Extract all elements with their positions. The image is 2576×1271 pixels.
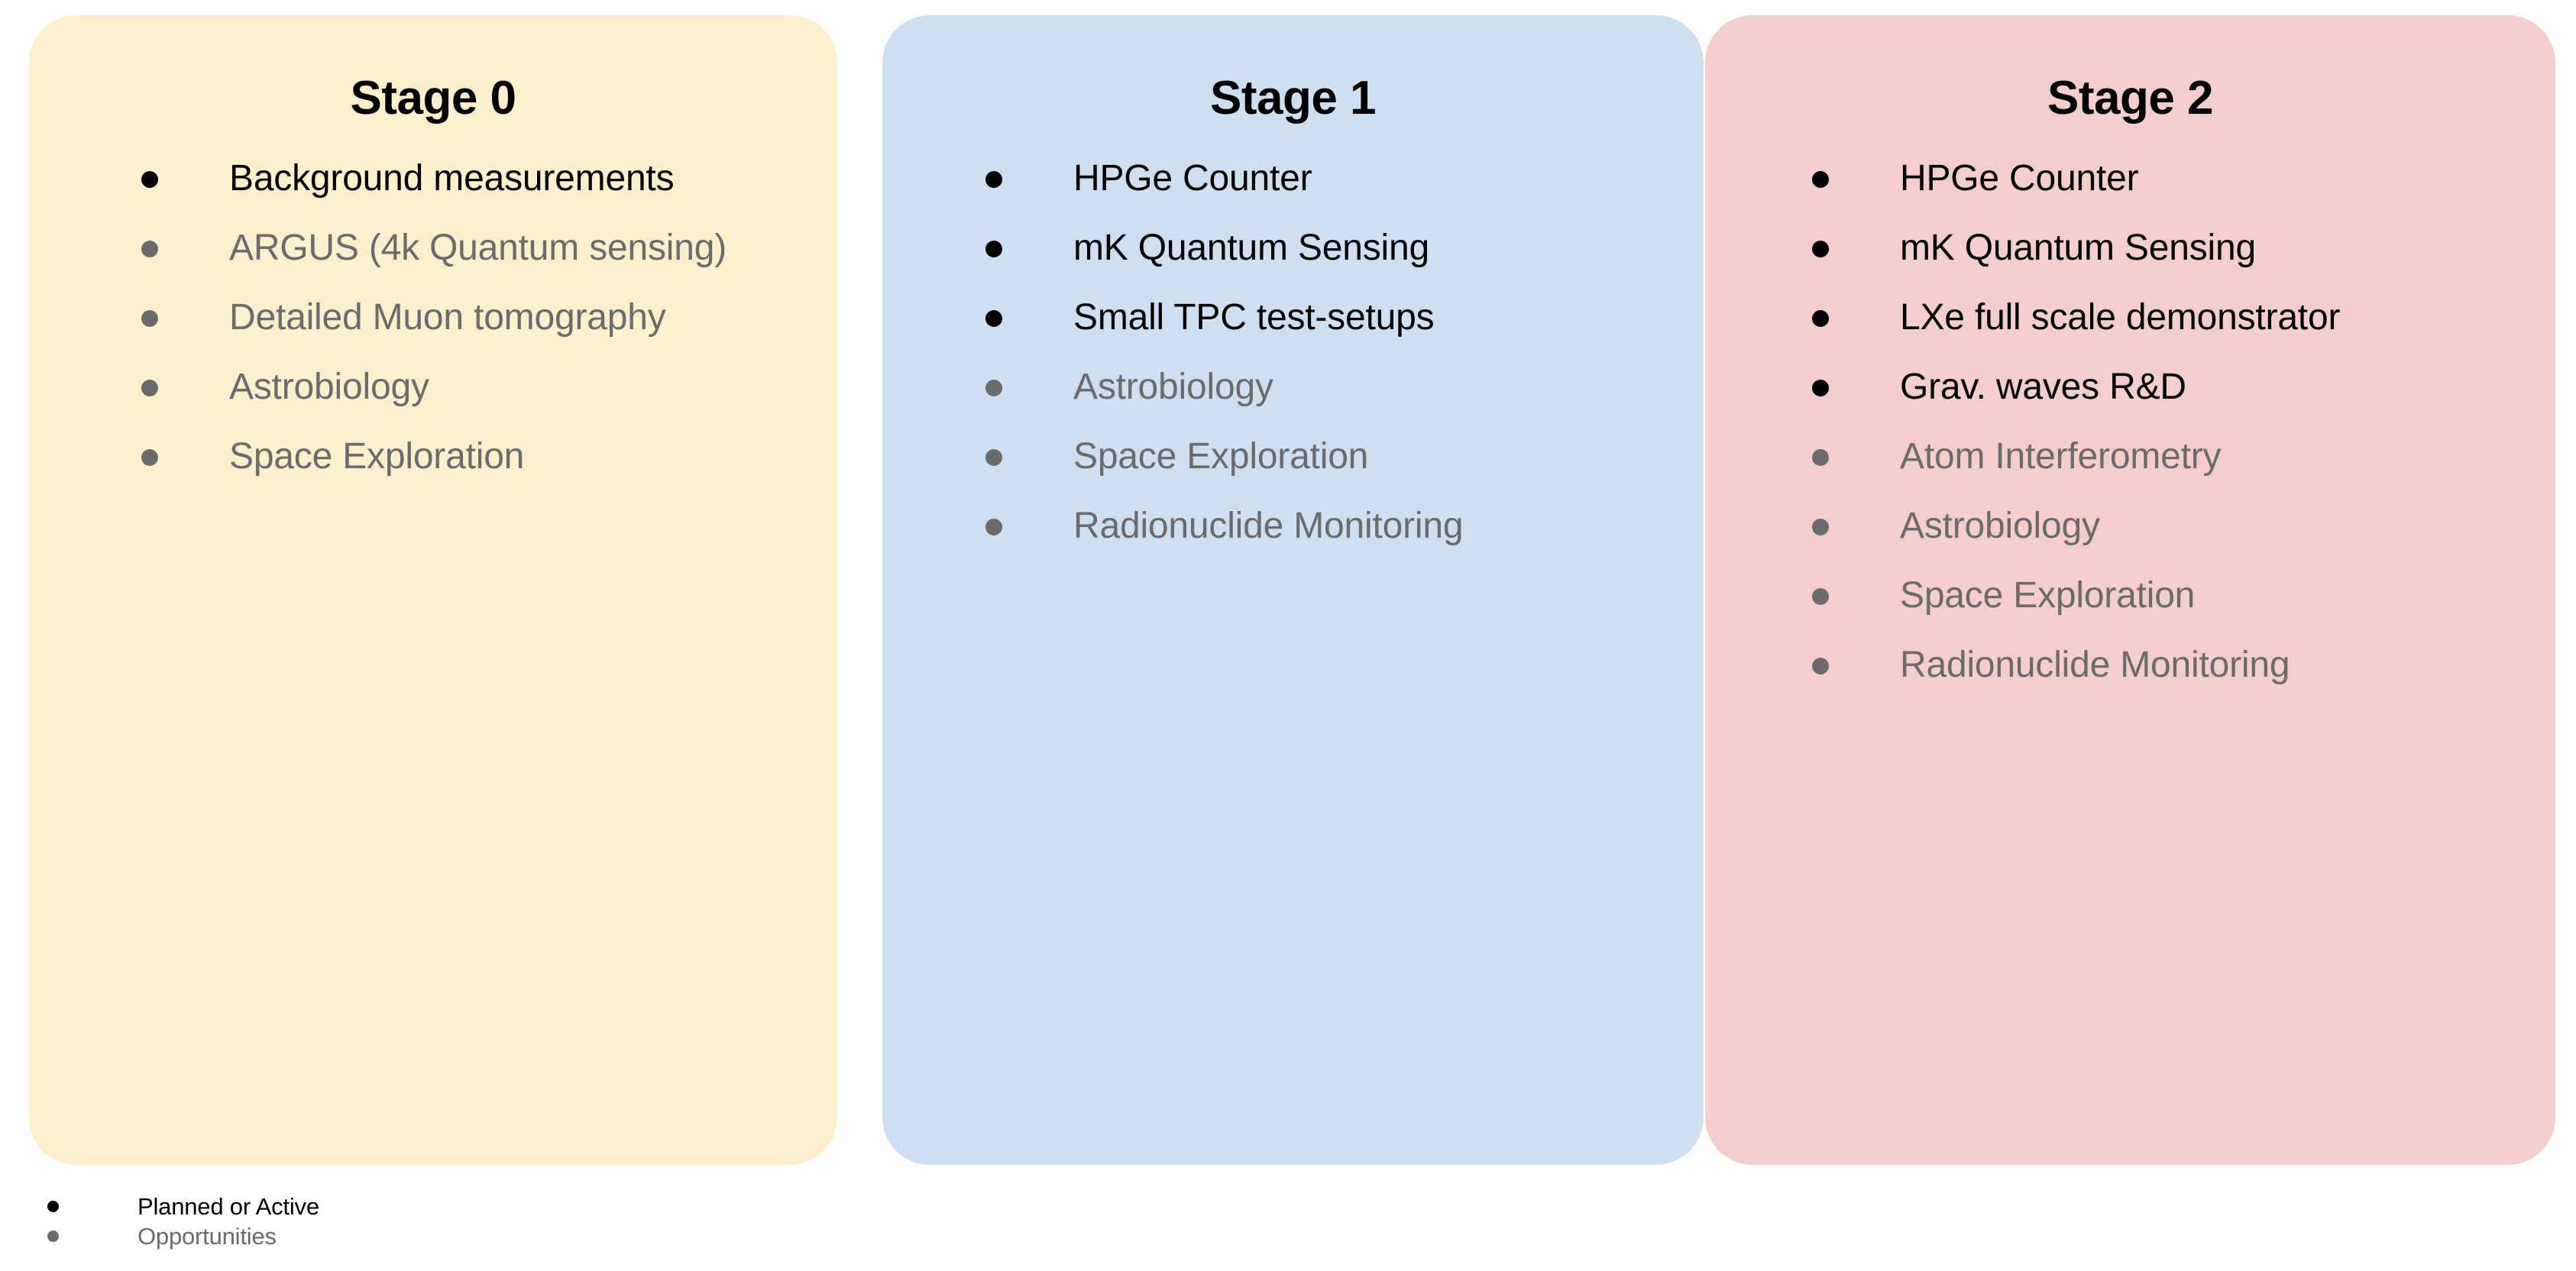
list-item-label: ARGUS (4k Quantum sensing) (229, 228, 727, 268)
list-item-label: Space Exploration (1073, 436, 1369, 477)
list-item-label: Space Exploration (229, 436, 525, 477)
list-item-label: Radionuclide Monitoring (1900, 645, 2290, 685)
bullet-icon (985, 310, 1002, 327)
list-item-label: HPGe Counter (1900, 158, 2139, 199)
list-item[interactable]: HPGe Counter (1812, 158, 2532, 199)
list-item-label: Astrobiology (1073, 367, 1273, 407)
list-item[interactable]: Small TPC test-setups (985, 297, 1681, 338)
bullet-icon (141, 171, 158, 188)
list-item[interactable]: mK Quantum Sensing (1812, 228, 2532, 268)
list-item[interactable]: Astrobiology (141, 367, 807, 407)
bullet-icon (1812, 241, 1829, 257)
bullet-icon (141, 449, 158, 466)
stage-title: Stage 1 (1209, 72, 1377, 125)
list-item[interactable]: Astrobiology (985, 367, 1681, 407)
list-item-label: mK Quantum Sensing (1900, 228, 2256, 268)
list-item[interactable]: Grav. waves R&D (1812, 367, 2532, 407)
legend-entry-label: Planned or Active (138, 1193, 319, 1220)
list-item[interactable]: LXe full scale demonstrator (1812, 297, 2532, 338)
list-item-label: Small TPC test-setups (1073, 297, 1435, 338)
list-item[interactable]: Background measurements (141, 158, 807, 199)
list-item-label: LXe full scale demonstrator (1900, 297, 2341, 338)
bullet-icon (47, 1231, 59, 1242)
list-item[interactable]: Atom Interferometry (1812, 436, 2532, 477)
list-item[interactable]: Detailed Muon tomography (141, 297, 807, 338)
list-item[interactable]: HPGe Counter (985, 158, 1681, 199)
list-item-label: mK Quantum Sensing (1073, 228, 1429, 268)
bullet-icon (141, 380, 158, 396)
bullet-icon (1812, 449, 1829, 466)
list-item-label: Detailed Muon tomography (229, 297, 666, 338)
list-item-label: HPGe Counter (1073, 158, 1312, 199)
list-item-label: Astrobiology (229, 367, 429, 407)
bullet-icon (985, 380, 1002, 396)
bullet-icon (141, 241, 158, 257)
bullet-icon (985, 519, 1002, 535)
list-item-label: Radionuclide Monitoring (1073, 506, 1464, 546)
stage-title: Stage 0 (350, 72, 516, 125)
legend-entry-planned: Planned or Active (47, 1192, 735, 1221)
list-item-label: Atom Interferometry (1900, 436, 2222, 477)
list-item[interactable]: mK Quantum Sensing (985, 228, 1681, 268)
list-item-label: Grav. waves R&D (1900, 367, 2186, 407)
stage-title: Stage 2 (2047, 72, 2214, 125)
bullet-icon (1812, 310, 1829, 327)
legend-entry-label: Opportunities (138, 1223, 277, 1250)
list-item[interactable]: Radionuclide Monitoring (985, 506, 1681, 546)
list-item[interactable]: Astrobiology (1812, 506, 2532, 546)
bullet-icon (141, 310, 158, 327)
bullet-icon (47, 1201, 59, 1212)
list-item[interactable]: Space Exploration (985, 436, 1681, 477)
bullet-icon (985, 171, 1002, 188)
bullet-icon (1812, 588, 1829, 605)
bullet-icon (985, 449, 1002, 466)
list-item-label: Astrobiology (1900, 506, 2100, 546)
bullet-icon (1812, 380, 1829, 396)
list-item[interactable]: Space Exploration (1812, 575, 2532, 616)
bullet-icon (1812, 658, 1829, 674)
bullet-icon (1812, 171, 1829, 188)
bullet-icon (1812, 519, 1829, 535)
list-item[interactable]: ARGUS (4k Quantum sensing) (141, 228, 807, 268)
list-item-label: Space Exploration (1900, 575, 2196, 616)
list-item[interactable]: Radionuclide Monitoring (1812, 645, 2532, 685)
list-item[interactable]: Space Exploration (141, 436, 807, 477)
bullet-icon (985, 241, 1002, 257)
legend-entry-opportunity: Opportunities (47, 1221, 735, 1251)
list-item-label: Background measurements (229, 158, 675, 199)
